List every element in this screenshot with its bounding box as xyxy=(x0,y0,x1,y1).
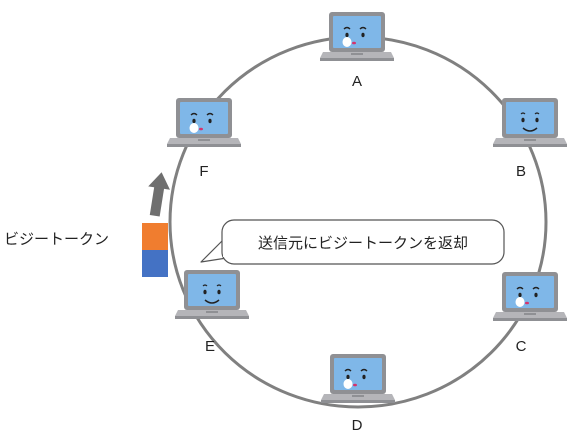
node-e-label: E xyxy=(205,338,215,355)
speech-bubble xyxy=(200,219,505,265)
laptop-icon xyxy=(493,272,567,321)
node-b-label: B xyxy=(516,163,526,180)
laptop-icon xyxy=(321,354,395,403)
speech-bubble-text: 送信元にビジートークンを返却 xyxy=(257,234,468,252)
token-blue-block xyxy=(142,250,168,277)
busy-token-label: ビジートークン xyxy=(4,230,110,248)
node-d-label: D xyxy=(352,417,363,434)
node-f-label: F xyxy=(199,163,208,180)
laptop-icon xyxy=(167,98,241,147)
node-a-label: A xyxy=(352,73,362,90)
node-a xyxy=(320,12,394,61)
node-e xyxy=(175,270,249,319)
node-f xyxy=(167,98,241,147)
busy-token xyxy=(142,223,168,277)
token-orange-block xyxy=(142,223,168,250)
laptop-icon xyxy=(320,12,394,61)
arrow-up-icon xyxy=(148,172,170,217)
node-c-label: C xyxy=(516,338,527,355)
node-b xyxy=(493,98,567,147)
node-c xyxy=(493,272,567,321)
laptop-icon xyxy=(493,98,567,147)
laptop-icon xyxy=(175,270,249,319)
node-d xyxy=(321,354,395,403)
